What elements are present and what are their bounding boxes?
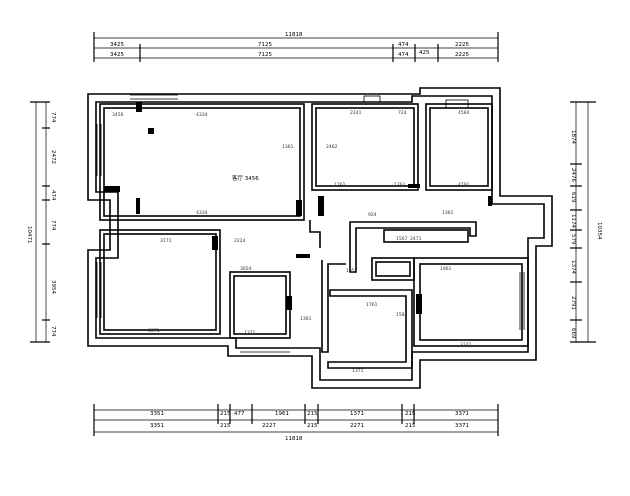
bottom-dim-11: 2227 [262,423,276,429]
left-total-dim: 10471 [26,226,32,244]
interior-walls [99,95,529,369]
bottom-dim-2: 215 [220,411,231,417]
bottom-dimension-group: 3351 215 477 1961 215 1371 215 3371 3351… [93,404,499,442]
bottom-dim-14: 215 [405,423,416,429]
dim-label: 4791 [458,182,470,188]
left-dim-6: 774 [50,326,56,337]
dim-label: 1361 [300,316,312,322]
door-marks [104,102,492,314]
dim-label: 1361 [442,210,454,216]
bottom-dim-15: 3371 [455,423,469,429]
bottom-dim-3: 477 [234,411,245,417]
top-dim-5: 2225 [455,42,469,48]
dim-label: 1961 [440,266,452,272]
left-dim-5: 3954 [50,280,56,294]
dim-label: 1584 [396,312,408,318]
dim-label: 1761 [394,182,406,188]
top-dim-3: 474 [398,42,409,48]
dim-label: 3171 [160,238,172,244]
dim-label: 2241 [350,110,362,116]
bottom-dim-1: 3351 [150,411,164,417]
dim-label: 1761 [334,182,346,188]
bottom-dim-10: 215 [220,423,231,429]
dim-label: 4334 [196,112,208,118]
right-dimension-group: 10354 1874 2476 619 1174 579 1374 2791 6… [570,101,602,343]
dim-label: 3371 [148,328,160,334]
bottom-dim-12: 215 [307,423,318,429]
dim-label: 2224 [234,238,246,244]
left-dim-4: 774 [50,220,56,231]
bottom-dim-5: 215 [307,411,318,417]
dim-label: 4584 [458,110,470,116]
dim-label: 3456 [112,112,124,118]
bottom-dim-7: 215 [405,411,416,417]
right-dim-1: 1874 [570,130,576,144]
dim-label: 4334 [196,210,208,216]
right-dim-4: 1174 [570,214,576,228]
dim-label: 1761 [366,302,378,308]
right-dim-2: 2476 [570,168,576,182]
top-dim-1: 3425 [110,42,124,48]
top-total-dim: 11818 [285,32,303,38]
windows [96,94,525,353]
right-dim-5: 579 [570,234,576,245]
top-dim-6: 3425 [110,52,124,58]
top-dim-9: 2225 [455,52,469,58]
left-dim-3: 474 [50,190,56,201]
dim-label: 1371 [352,368,364,374]
left-dim-1: 774 [50,112,56,123]
dim-label: 3371 [460,342,472,348]
dim-label: 724 [398,110,407,116]
dim-label: 2462 [326,144,338,150]
right-dim-6: 1374 [570,260,576,274]
bottom-total-dim: 11818 [285,436,303,442]
left-dimension-group: 10471 774 2472 474 774 3954 774 [26,101,56,343]
bottom-dim-6: 1371 [350,411,364,417]
right-dim-8: 669 [570,328,576,339]
right-dim-7: 2791 [570,296,576,310]
dim-label: 924 [368,212,377,218]
bottom-dim-9: 3351 [150,423,164,429]
interior-dim-labels: 3456 4334 4334 3171 2224 2241 724 1761 2… [112,110,472,374]
dim-label: 1357 [346,268,358,274]
center-room-label: 客厅 3456 [232,174,259,182]
right-total-dim: 10354 [596,222,602,240]
top-dimension-group: 11818 3425 7125 474 425 2225 3425 7125 4… [93,32,499,62]
top-dim-2: 7125 [258,42,272,48]
dim-label: 1567 [396,236,408,242]
top-dim-8: 474 [398,52,409,58]
dim-label: 1361 [282,144,294,150]
bottom-dim-4: 1961 [275,411,289,417]
dim-label: 3654 [240,266,252,272]
dim-label: 1371 [244,330,256,336]
dim-label: 2471 [410,236,422,242]
top-dim-7: 7125 [258,52,272,58]
bottom-dim-13: 2271 [350,423,364,429]
top-dim-4: 425 [419,50,430,56]
bottom-dim-8: 3371 [455,411,469,417]
right-dim-3: 619 [570,192,576,203]
left-dim-2: 2472 [50,150,56,164]
